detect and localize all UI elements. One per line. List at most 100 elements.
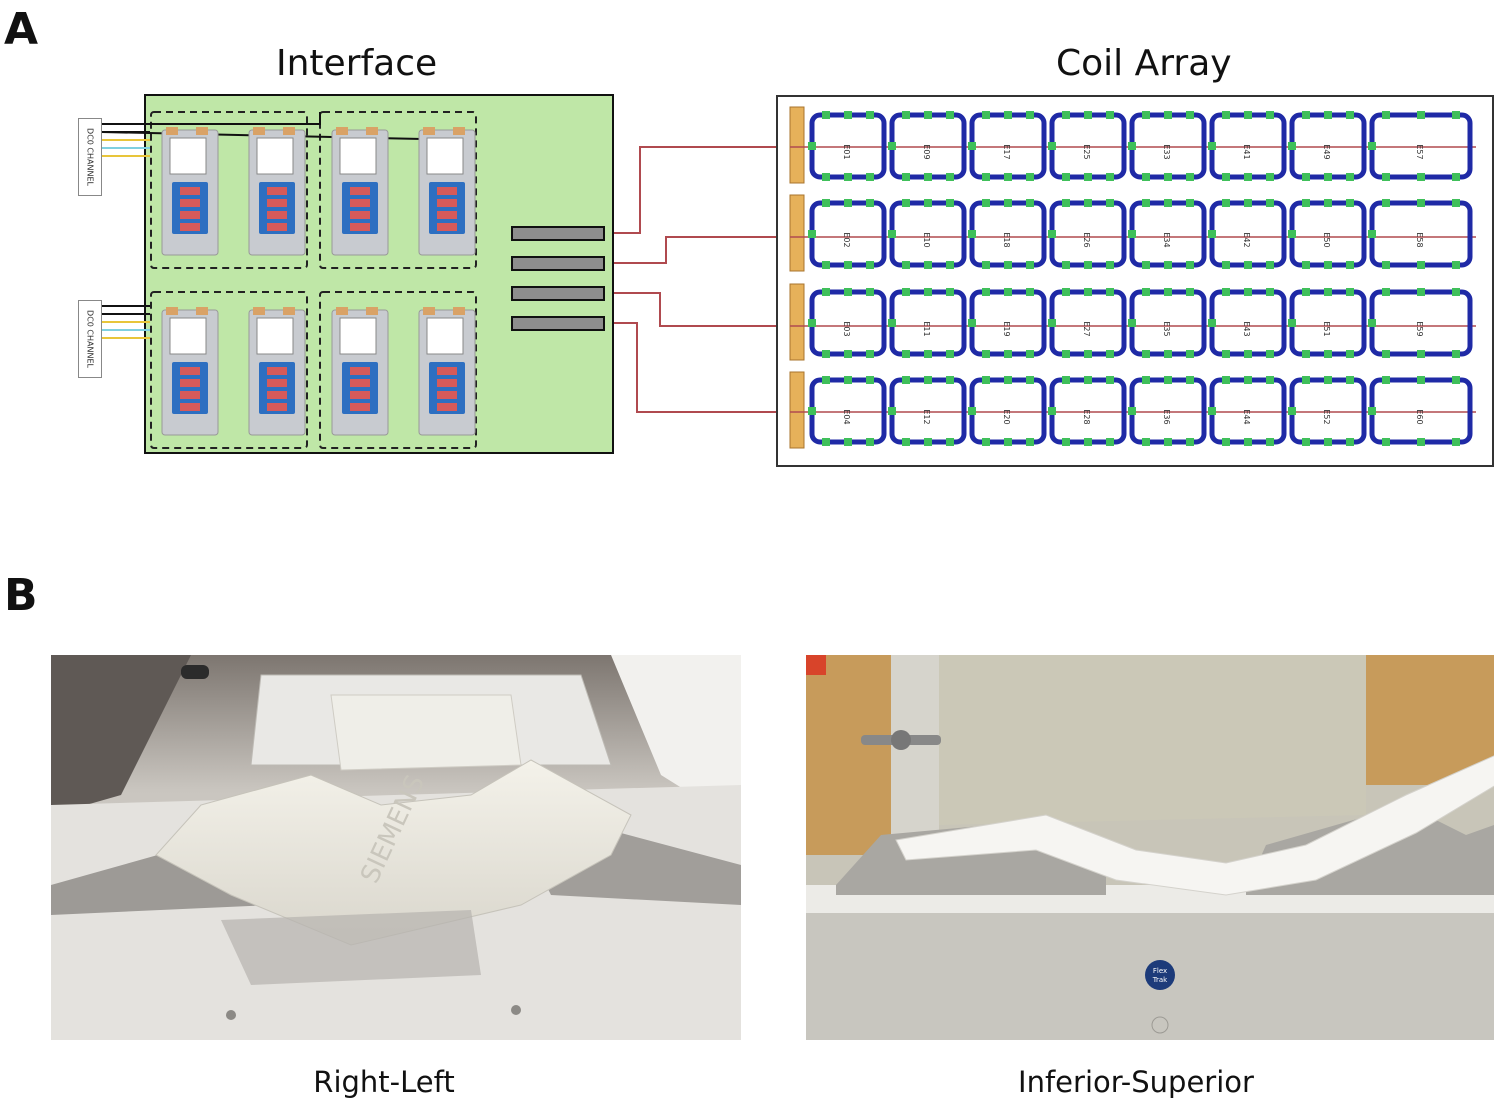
coil-capacitor	[1346, 173, 1354, 181]
coil-element-label: E49	[1322, 144, 1331, 159]
coil-capacitor	[1452, 111, 1460, 119]
coil-element-label: E25	[1082, 144, 1091, 159]
preamp-pin	[437, 367, 457, 375]
coil-capacitor	[1048, 319, 1056, 327]
coil-capacitor	[946, 376, 954, 384]
coil-element-label: E02	[842, 232, 851, 247]
coil-capacitor	[1004, 173, 1012, 181]
coil-capacitor	[1302, 173, 1310, 181]
channel-group-box	[319, 111, 477, 269]
coil-capacitor	[982, 111, 990, 119]
interface-to-coil-wire	[604, 236, 790, 264]
interface-to-coil-wire	[604, 292, 790, 327]
coil-capacitor	[1288, 407, 1296, 415]
coil-capacitor	[902, 173, 910, 181]
coil-capacitor	[902, 111, 910, 119]
preamp-pin	[437, 403, 457, 411]
coil-capacitor	[822, 288, 830, 296]
preamp-pad	[453, 307, 465, 315]
coil-capacitor	[1417, 288, 1425, 296]
coil-capacitor	[968, 319, 976, 327]
coil-capacitor	[1004, 376, 1012, 384]
coil-capacitor	[808, 142, 816, 150]
coil-capacitor	[902, 376, 910, 384]
coil-capacitor	[1186, 438, 1194, 446]
coil-capacitor	[1417, 376, 1425, 384]
coil-capacitor	[1302, 376, 1310, 384]
coil-capacitor	[1324, 261, 1332, 269]
preamp-pin	[180, 223, 200, 231]
caption-right-left: Right-Left	[313, 1065, 455, 1099]
interface-to-coil-wire	[604, 322, 790, 413]
coil-capacitor	[1128, 407, 1136, 415]
coil-capacitor	[1346, 261, 1354, 269]
interface-connector	[511, 226, 605, 241]
coil-capacitor	[1062, 288, 1070, 296]
coil-capacitor	[822, 376, 830, 384]
coil-capacitor	[1026, 111, 1034, 119]
coil-capacitor	[1452, 288, 1460, 296]
coil-capacitor	[1106, 173, 1114, 181]
preamp-pin	[437, 391, 457, 399]
preamp-label-box	[169, 137, 207, 175]
coil-capacitor	[1004, 288, 1012, 296]
coil-capacitor	[1004, 261, 1012, 269]
dc-connector-top-label: DC0 CHANNEL	[85, 128, 95, 186]
coil-capacitor	[888, 407, 896, 415]
channel-group-box	[150, 111, 308, 269]
coil-capacitor	[1004, 199, 1012, 207]
coil-element-label: E18	[1002, 232, 1011, 247]
coil-capacitor	[1084, 199, 1092, 207]
interface-connector	[511, 316, 605, 331]
coil-capacitor	[822, 350, 830, 358]
preamp-pin	[350, 367, 370, 375]
coil-capacitor	[844, 376, 852, 384]
preamp-pin	[437, 379, 457, 387]
coil-capacitor	[1026, 261, 1034, 269]
coil-capacitor	[866, 438, 874, 446]
coil-capacitor	[1142, 173, 1150, 181]
coil-capacitor	[1222, 350, 1230, 358]
coil-capacitor	[1164, 261, 1172, 269]
coil-capacitor	[844, 438, 852, 446]
coil-element-label: E01	[842, 144, 851, 159]
coil-element-label: E20	[1002, 409, 1011, 424]
coil-element-label: E27	[1082, 321, 1091, 336]
coil-capacitor	[866, 350, 874, 358]
coil-capacitor	[1084, 438, 1092, 446]
preamp-pad	[336, 127, 348, 135]
coil-capacitor	[808, 230, 816, 238]
preamp-pin	[180, 211, 200, 219]
coil-capacitor	[1346, 376, 1354, 384]
coil-capacitor	[1417, 173, 1425, 181]
coil-capacitor	[888, 142, 896, 150]
preamp-pin	[350, 199, 370, 207]
coil-capacitor	[1222, 288, 1230, 296]
coil-element-label: E58	[1415, 232, 1424, 247]
caption-inferior-superior: Inferior-Superior	[1018, 1065, 1254, 1099]
coil-capacitor	[946, 173, 954, 181]
coil-capacitor	[1324, 199, 1332, 207]
coil-capacitor	[1106, 376, 1114, 384]
coil-capacitor	[946, 288, 954, 296]
coil-capacitor	[822, 173, 830, 181]
coil-capacitor	[1368, 319, 1376, 327]
coil-capacitor	[1346, 438, 1354, 446]
coil-capacitor	[1382, 376, 1390, 384]
coil-capacitor	[924, 199, 932, 207]
coil-capacitor	[1004, 438, 1012, 446]
coil-element-label: E28	[1082, 409, 1091, 424]
preamp-pad	[283, 307, 295, 315]
coil-capacitor	[1164, 199, 1172, 207]
coil-capacitor	[1106, 438, 1114, 446]
preamp-pin	[437, 187, 457, 195]
coil-capacitor	[1266, 261, 1274, 269]
coil-capacitor	[1186, 111, 1194, 119]
coil-capacitor	[1164, 376, 1172, 384]
coil-element-label: E60	[1415, 409, 1424, 424]
preamp-pin	[350, 187, 370, 195]
coil-capacitor	[946, 261, 954, 269]
coil-capacitor	[1142, 376, 1150, 384]
coil-capacitor	[968, 407, 976, 415]
coil-capacitor	[1324, 350, 1332, 358]
